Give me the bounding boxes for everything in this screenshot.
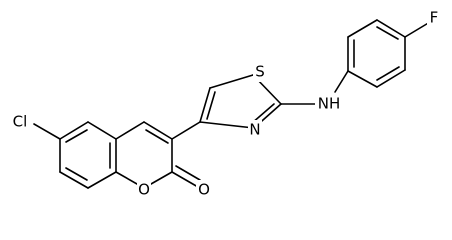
bond	[199, 121, 255, 129]
thiazole-nitrogen-atom: N	[249, 121, 260, 139]
bond	[59, 171, 89, 189]
carbonyl-oxygen-atom: O	[198, 181, 210, 199]
atom-labels: Cl O O S N NH F	[8, 8, 441, 200]
amine-nh-group: NH	[318, 95, 341, 113]
double-bond-inner	[376, 66, 400, 81]
fluorine-atom: F	[430, 9, 439, 27]
ring-oxygen-atom: O	[138, 181, 150, 199]
bond	[376, 19, 406, 38]
bond	[87, 121, 117, 140]
double-bond-inner	[376, 26, 399, 40]
bond	[347, 19, 378, 38]
carbonyl-bond	[175, 165, 201, 181]
bond	[209, 74, 254, 89]
fluorophenyl-ring	[347, 19, 431, 88]
pyranone-ring	[115, 121, 201, 189]
bond	[199, 87, 211, 123]
carbonyl-bond	[171, 171, 199, 188]
chlorine-atom: Cl	[13, 113, 28, 131]
chemical-structure: Cl O O S N NH F	[8, 8, 441, 200]
bond	[376, 69, 406, 88]
double-bond-inner	[145, 129, 169, 144]
sulfur-atom: S	[255, 63, 265, 81]
bond-c-f	[404, 21, 431, 38]
double-bond-inner	[251, 103, 275, 124]
bond	[115, 121, 145, 140]
bond	[59, 121, 89, 140]
benzo-ring	[59, 121, 117, 189]
double-bond-inner	[65, 167, 88, 181]
bond-nh-phenyl	[334, 70, 349, 93]
bond-c6-cl	[33, 123, 61, 140]
bond-coumarin-thiazole	[171, 121, 201, 140]
double-bond-inner	[206, 91, 216, 120]
thiazole-ring	[199, 74, 282, 129]
bond	[347, 70, 378, 88]
double-bond-inner	[65, 129, 88, 143]
structure-canvas: Cl O O S N NH F	[8, 8, 441, 200]
bond	[143, 121, 173, 140]
bond	[87, 171, 117, 189]
